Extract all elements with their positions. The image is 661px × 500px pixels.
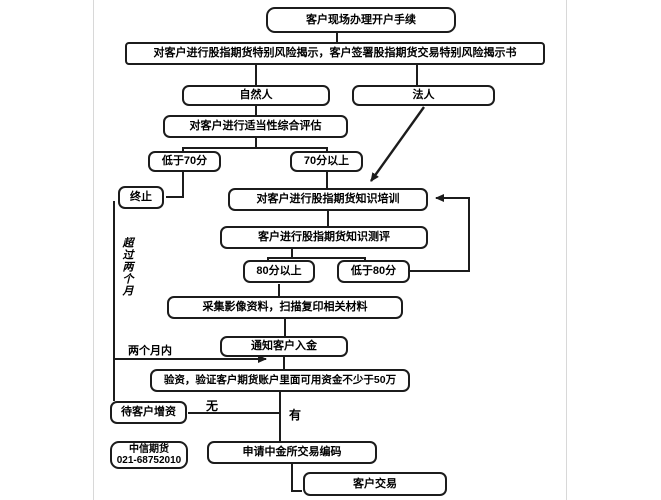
edge-label-over-two-months: 超过两个月 (121, 237, 133, 297)
node-above-70: 70分以上 (290, 151, 363, 172)
node-above-80: 80分以上 (243, 260, 315, 283)
node-citic-contact: 中信期货 021-68752010 (110, 441, 188, 469)
edge-apply-trade (291, 464, 302, 492)
node-terminate: 终止 (118, 186, 164, 209)
node-verify-funds: 验资，验证客户期货账户里面可用资金不少于50万 (150, 369, 410, 392)
node-suitability-assessment: 对客户进行适当性综合评估 (163, 115, 348, 138)
node-below-80: 低于80分 (337, 260, 410, 283)
edge-label-no: 无 (206, 399, 219, 413)
edge-below70-terminate (166, 172, 184, 198)
node-notify-deposit: 通知客户入金 (220, 336, 348, 357)
node-apply-trading-code: 申请中金所交易编码 (207, 441, 377, 464)
edge-legal-training (370, 106, 425, 182)
node-collect-materials: 采集影像资料，扫描复印相关材料 (167, 296, 403, 319)
edge-label-yes: 有 (289, 408, 302, 422)
node-risk-disclosure: 对客户进行股指期货特别风险揭示，客户签署股指期货交易特别风险揭示书 (125, 42, 545, 65)
edge-label-within-two-months: 两个月内 (128, 345, 172, 357)
node-legal-person: 法人 (352, 85, 495, 106)
node-knowledge-training: 对客户进行股指期货知识培训 (228, 188, 428, 211)
page-edge-right (566, 0, 567, 500)
node-wait-add-funds: 待客户增资 (110, 401, 187, 424)
node-knowledge-test: 客户进行股指期货知识测评 (220, 226, 428, 249)
page-edge-left (93, 0, 94, 500)
node-below-70: 低于70分 (148, 151, 221, 172)
edge-assess-split (182, 138, 328, 152)
contact-phone: 021-68752010 (116, 455, 182, 466)
node-customer-trade: 客户交易 (303, 472, 447, 496)
node-natural-person: 自然人 (182, 85, 330, 106)
node-start: 客户现场办理开户手续 (266, 7, 456, 33)
contact-company: 中信期货 (129, 444, 169, 455)
